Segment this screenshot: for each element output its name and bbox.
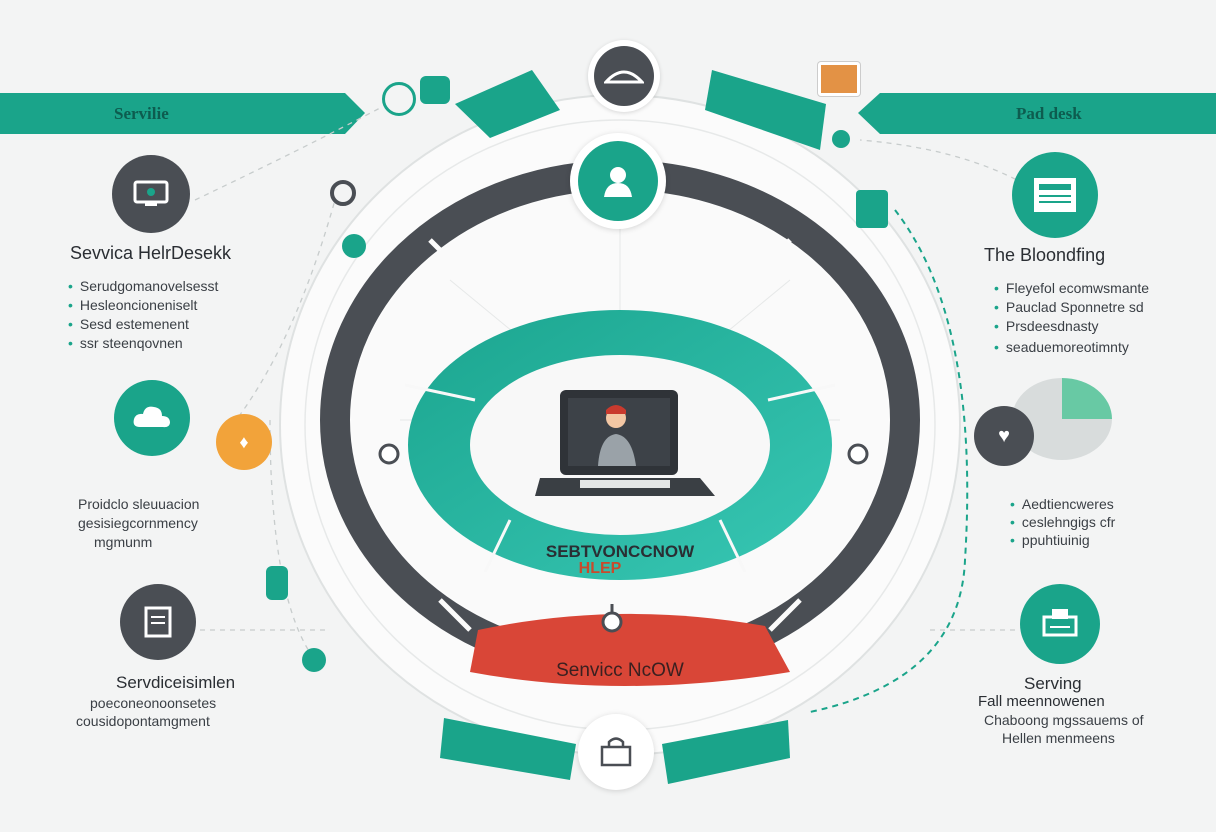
right-panel-3-line-4: Hellen menmeens xyxy=(1002,730,1115,746)
left-panel-3-line-2: poeconeonoonsetes xyxy=(90,695,217,711)
link-icon xyxy=(342,234,366,258)
right-panel-1-bullet-4: seaduemoreotimnty xyxy=(994,339,1129,355)
left-panel-1-icon[interactable] xyxy=(112,155,190,233)
right-panel-1-icon[interactable] xyxy=(1012,152,1098,238)
right-panel-1-title: The Bloondfing xyxy=(984,245,1106,265)
support-agent-icon[interactable] xyxy=(570,133,666,229)
right-panel-3-title: Serving xyxy=(1024,674,1082,693)
left-panel-2-line-2: gesisiegcornmency xyxy=(78,515,198,531)
right-panel-2-icon[interactable]: ♥ xyxy=(974,406,1034,466)
right-panel-1-bullet-3: Prsdeesdnasty xyxy=(994,318,1099,334)
left-panel-3-title: Servdiceisimlen xyxy=(116,673,236,692)
top-cap-icon[interactable] xyxy=(588,40,660,112)
right-panel-1-bullet-2: Pauclad Sponnetre sd xyxy=(994,299,1144,315)
red-band xyxy=(470,613,790,686)
bottom-lock-icon[interactable] xyxy=(578,714,654,790)
arc-bottom-left-teal xyxy=(440,718,576,780)
left-panel-3-line-3: cousidopontamgment xyxy=(76,713,210,729)
left-panel-1-title: Sevvica HelrDesekk xyxy=(70,243,232,263)
tag-symbol-icon: ♦ xyxy=(239,431,249,452)
right-panel-2-bullet-1: Aedtiencweres xyxy=(1010,496,1114,512)
left-panel-3-icon[interactable] xyxy=(120,584,196,660)
left-panel-2-icon[interactable] xyxy=(114,380,190,456)
left-panel-1-bullet-1: Serudgomanovelsesst xyxy=(68,278,219,294)
left-banner xyxy=(0,93,365,134)
laptop-icon xyxy=(535,390,715,496)
center-label: SEBTVONCCNOW xyxy=(545,542,695,561)
right-panel-3-line-2: Fall meennowenen xyxy=(978,693,1105,710)
bottom-band-label: Senvicc NcOW xyxy=(556,660,684,681)
left-panel-1-bullet-2: Hesleoncioneniselt xyxy=(68,297,198,313)
arc-top-left-teal xyxy=(455,70,560,138)
right-panel-3-icon[interactable] xyxy=(1020,584,1100,664)
left-panel-2-line-1: Proidclo sleuuacion xyxy=(78,496,200,512)
heart-icon: ♥ xyxy=(998,424,1010,447)
music-icon xyxy=(302,648,326,672)
right-panel-2-bullet-2: ceslehngigs cfr xyxy=(1010,514,1115,530)
arc-top-right-teal xyxy=(705,70,826,150)
left-panel-2-line-3: mgmunm xyxy=(94,534,153,550)
badge-icon xyxy=(832,130,850,148)
left-banner-label: Servilie xyxy=(114,104,169,123)
right-banner-label: Pad desk xyxy=(1016,104,1082,123)
gear-icon xyxy=(330,180,356,206)
chat-icon xyxy=(420,76,450,104)
right-panel-3-line-3: Chaboong mgssauems of xyxy=(984,712,1144,728)
plant-icon xyxy=(266,566,288,600)
right-panel-1-bullet-1: Fleyefol ecomwsmante xyxy=(994,280,1149,296)
left-panel-1-bullet-4: ssr steenqovnen xyxy=(68,335,183,351)
arc-bottom-right-teal xyxy=(662,720,790,784)
wifi-icon xyxy=(382,82,416,116)
right-panel-2-bullet-3: ppuhtiuinig xyxy=(1010,532,1090,548)
screen-icon xyxy=(818,62,860,96)
left-panel-1-bullet-3: Sesd estemenent xyxy=(68,316,189,332)
center-sub-label: HLEP xyxy=(578,560,622,577)
right-banner xyxy=(858,93,1216,134)
orange-tag-icon[interactable]: ♦ xyxy=(216,414,272,470)
flag-icon xyxy=(856,190,888,228)
